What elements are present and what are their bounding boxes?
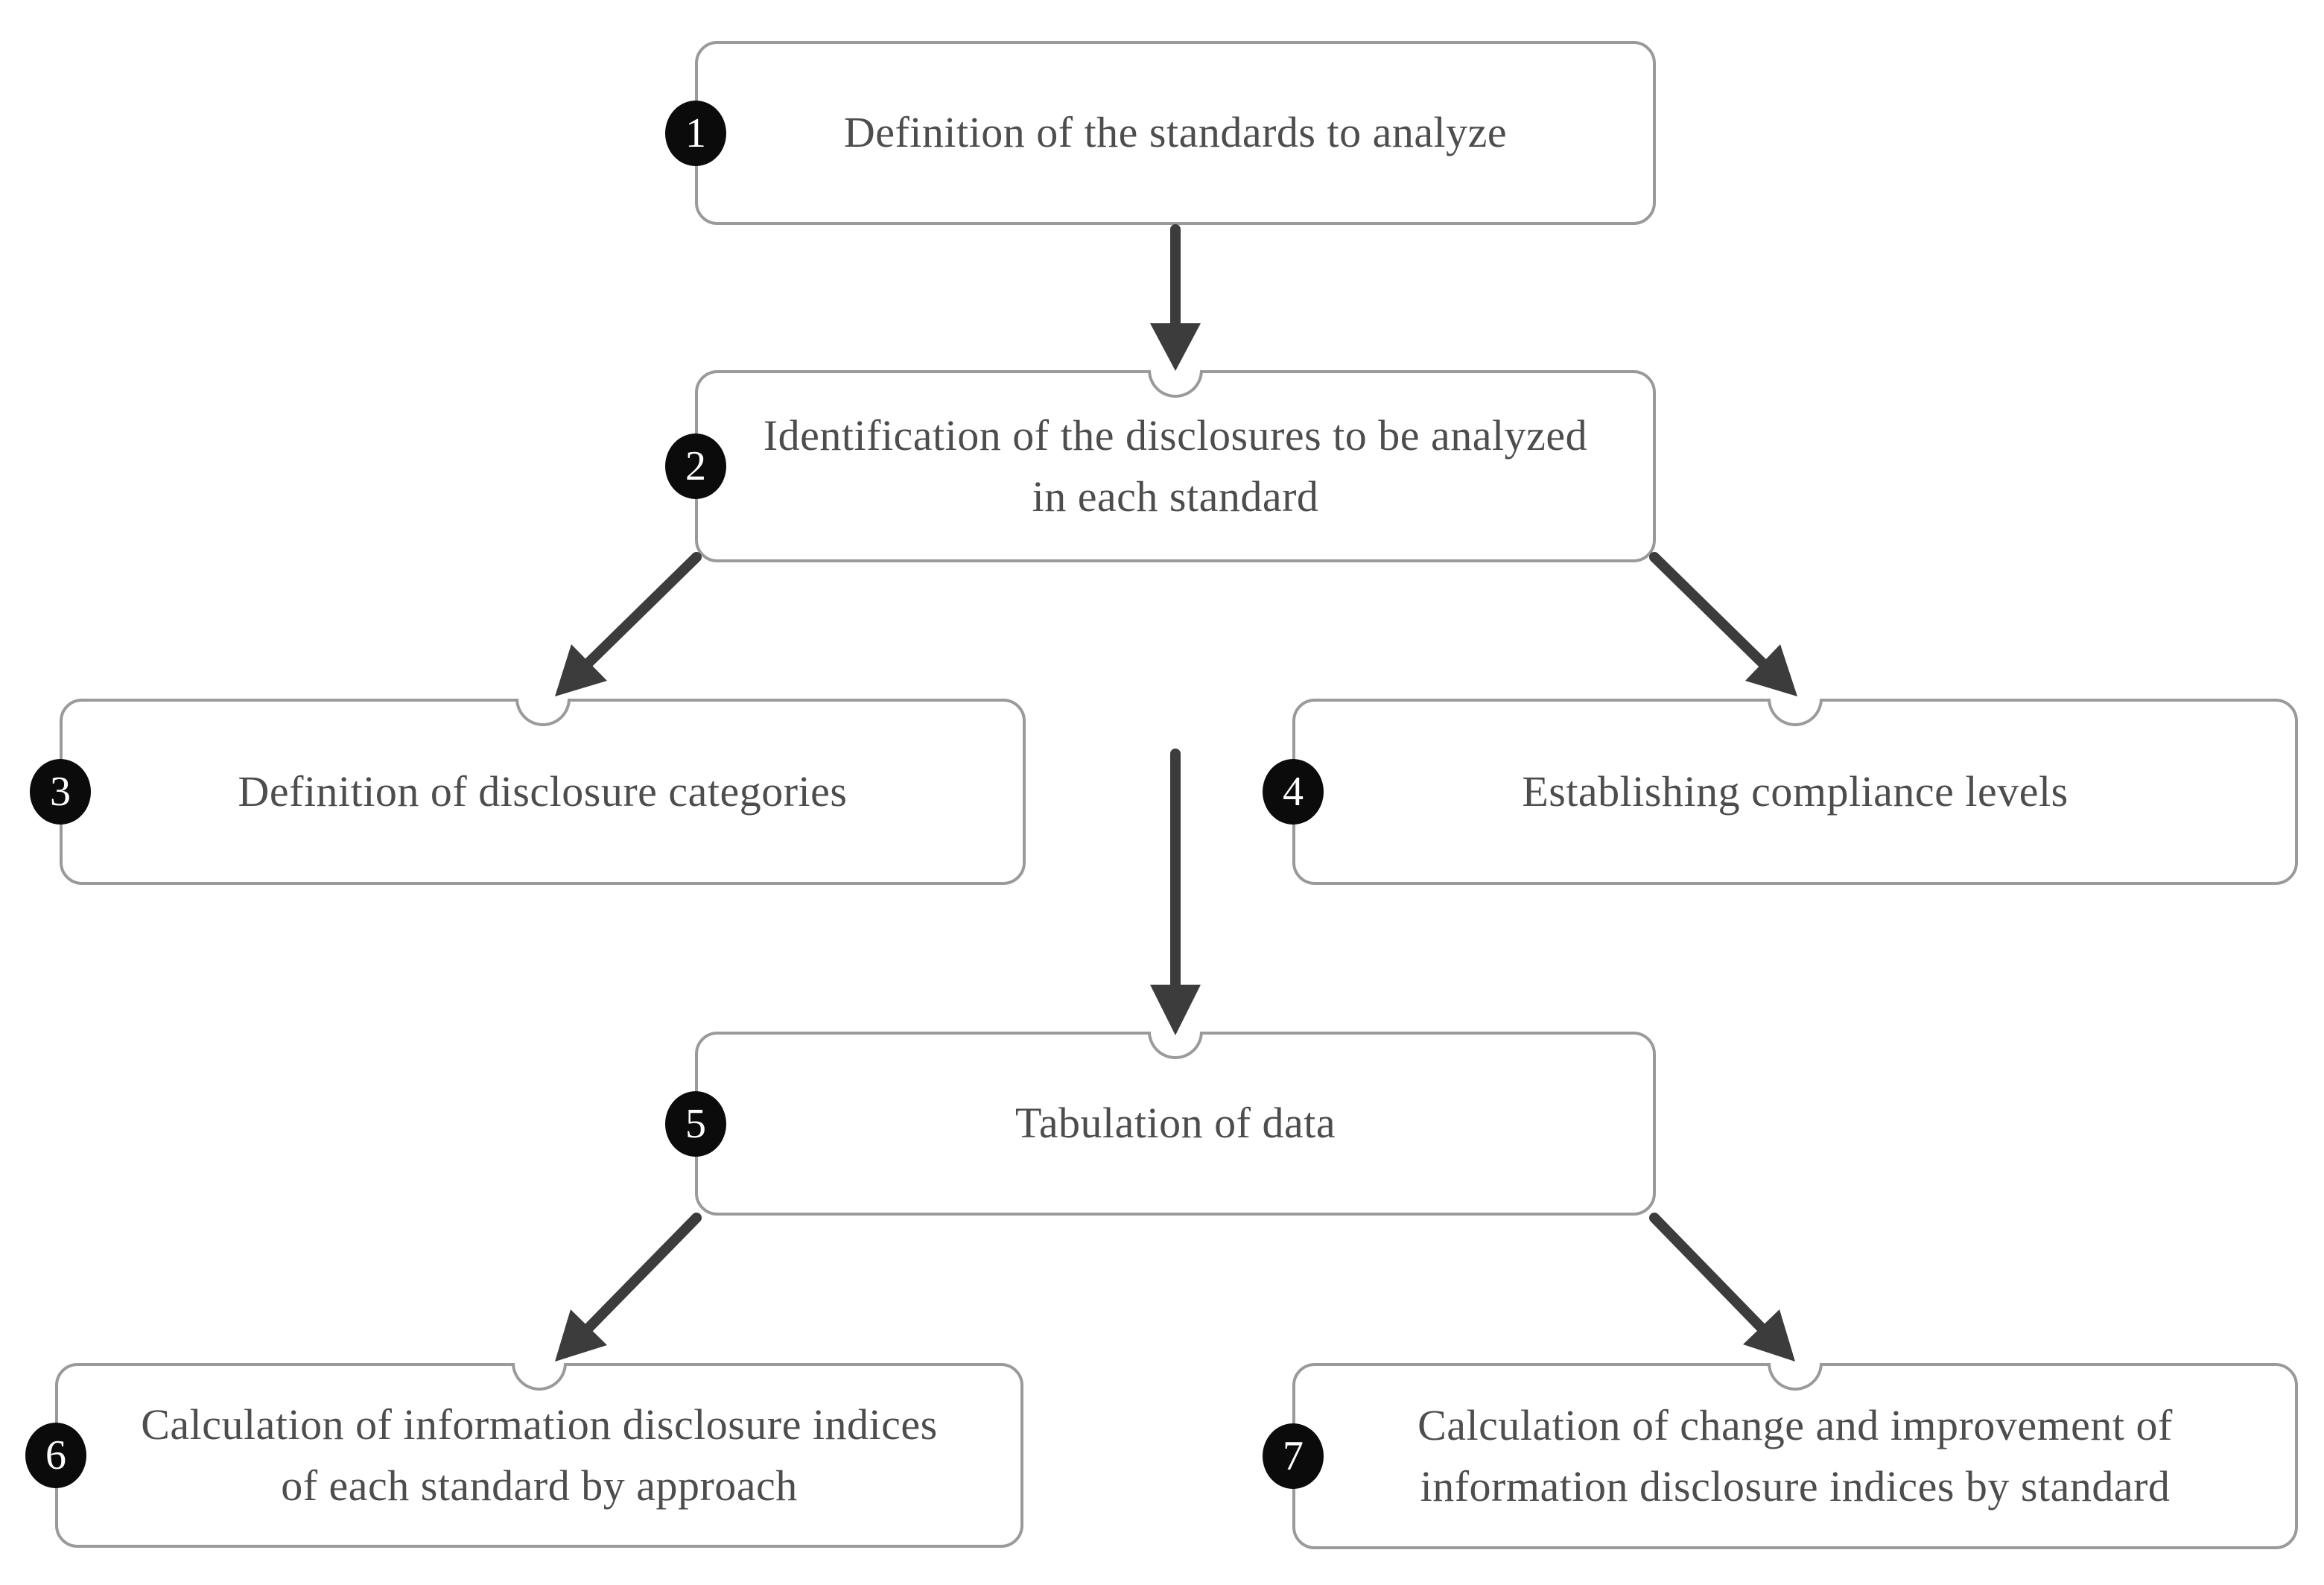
arrow-step5-to-step7 <box>1649 1213 1795 1362</box>
arrow-step2-to-step3 <box>555 552 702 696</box>
step-2-label: Identification of the disclosures to be … <box>763 410 1588 521</box>
step-box-5: 5 Tabulation of data <box>665 1032 1656 1216</box>
step-3-number-badge: 3 <box>30 759 91 825</box>
step-4-label: Establishing compliance levels <box>1522 766 2069 816</box>
arrow-notch <box>1768 699 1823 726</box>
step-5-number-badge: 5 <box>665 1090 726 1157</box>
arrow-step5-to-step6 <box>555 1213 702 1362</box>
step-7-label: Calculation of change and improvement of… <box>1417 1400 2173 1511</box>
step-box-2: 2 Identification of the disclosures to b… <box>665 370 1656 562</box>
step-1-label: Definition of the standards to analyze <box>843 108 1508 157</box>
step-7-number-badge: 7 <box>1263 1423 1324 1489</box>
step-box-7: 7 Calculation of change and improvement … <box>1263 1363 2298 1549</box>
arrow-step2-to-step5 <box>1150 749 1201 1035</box>
arrow-notch <box>1148 370 1203 398</box>
arrow-notch <box>1148 1032 1203 1059</box>
arrow-notch <box>512 1363 567 1391</box>
step-box-1: 1 Definition of the standards to analyze <box>665 41 1656 225</box>
step-3-label: Definition of disclosure categories <box>238 766 848 816</box>
step-2-number-badge: 2 <box>665 433 726 499</box>
arrow-notch <box>1768 1363 1823 1391</box>
step-6-number-badge: 6 <box>25 1423 86 1488</box>
step-4-number-badge: 4 <box>1263 759 1324 825</box>
step-box-4: 4 Establishing compliance levels <box>1263 699 2298 885</box>
step-1-number-badge: 1 <box>665 100 726 166</box>
step-6-label: Calculation of information disclosure in… <box>141 1400 938 1510</box>
arrow-step2-to-step4 <box>1649 552 1797 696</box>
step-5-label: Tabulation of data <box>1015 1099 1336 1148</box>
step-box-3: 3 Definition of disclosure categories <box>30 699 1026 885</box>
arrow-notch <box>515 699 571 726</box>
arrow-step1-to-step2 <box>1150 224 1201 371</box>
step-box-6: 6 Calculation of information disclosure … <box>25 1363 1023 1548</box>
